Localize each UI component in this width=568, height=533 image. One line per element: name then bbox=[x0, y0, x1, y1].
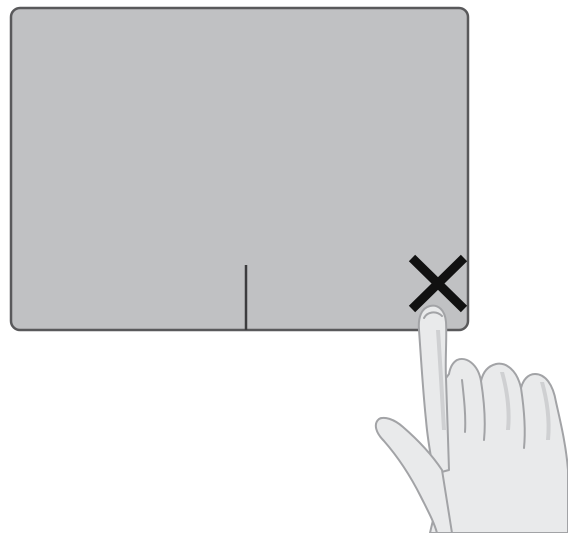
touchpad-surface bbox=[11, 8, 468, 330]
pointing-hand-icon bbox=[376, 306, 568, 533]
